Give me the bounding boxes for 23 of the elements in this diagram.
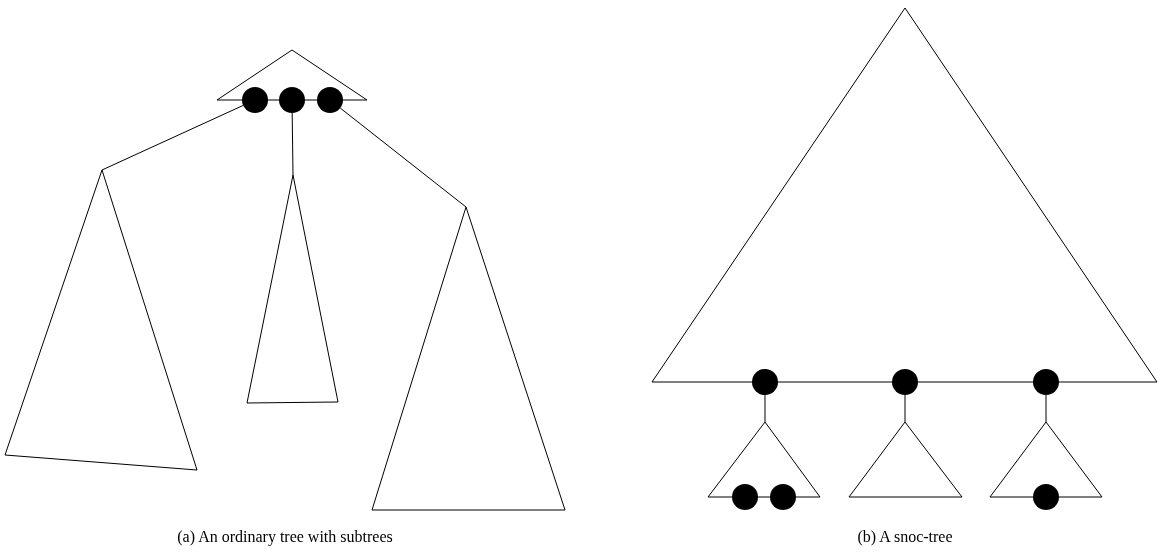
connector-line: [101, 104, 244, 171]
node-dot: [770, 484, 796, 510]
node-dot: [892, 369, 918, 395]
subtree-triangle: [372, 207, 565, 510]
subtree-triangle: [849, 422, 962, 497]
node-dot: [1033, 484, 1059, 510]
node-dot: [752, 369, 778, 395]
figure-caption: (b) A snoc-tree: [857, 528, 953, 546]
node-dot: [242, 87, 268, 113]
subtree-triangle: [652, 8, 1157, 382]
connector-line: [904, 394, 906, 423]
node-dot: [1033, 369, 1059, 395]
subtree-triangle: [247, 175, 338, 403]
connector-line: [339, 107, 467, 208]
subtree-triangle: [5, 170, 197, 470]
subtree-triangle: [990, 422, 1102, 497]
node-dot: [317, 87, 343, 113]
figure-caption: (a) An ordinary tree with subtrees: [177, 528, 393, 546]
connector-line: [1045, 394, 1047, 423]
node-dot: [279, 87, 305, 113]
node-dot: [732, 484, 758, 510]
connector-line: [764, 394, 766, 423]
connector-line: [291, 112, 294, 176]
